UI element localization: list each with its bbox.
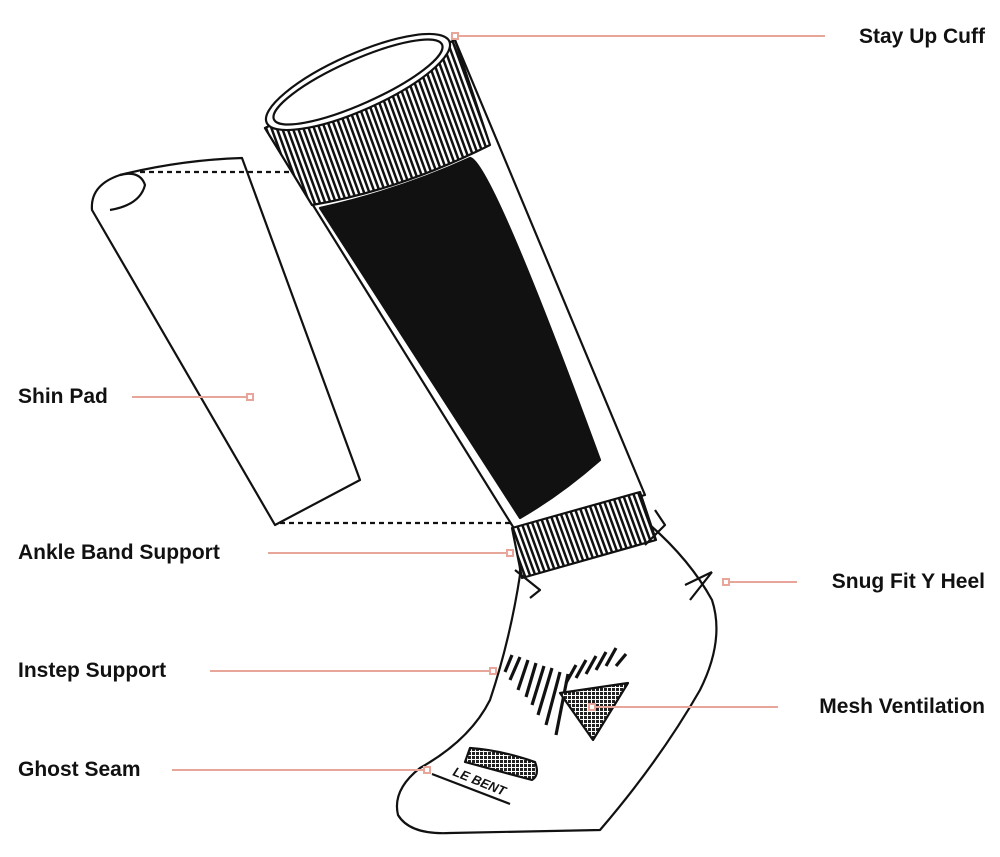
y-heel-seam bbox=[684, 571, 713, 601]
stay-up-cuff-ribbing bbox=[263, 38, 492, 207]
arrow-icon bbox=[514, 569, 542, 599]
shin-pad-illustration bbox=[90, 156, 362, 527]
instep-stripes bbox=[503, 647, 628, 736]
arrow-icon bbox=[644, 509, 667, 546]
cuff-opening bbox=[264, 32, 452, 132]
label-ghost-seam: Ghost Seam bbox=[18, 758, 141, 781]
label-shin-pad: Shin Pad bbox=[18, 385, 108, 408]
black-calf-panel bbox=[318, 156, 602, 520]
ankle-band bbox=[510, 490, 658, 580]
label-mesh-ventilation: Mesh Ventilation bbox=[819, 695, 985, 718]
mesh-ventilation-panel bbox=[558, 681, 630, 742]
label-instep-support: Instep Support bbox=[18, 659, 167, 682]
label-stay-up-cuff: Stay Up Cuff bbox=[859, 25, 985, 48]
label-ankle-band-support: Ankle Band Support bbox=[18, 541, 220, 564]
ghost-seam-mesh bbox=[463, 746, 539, 782]
label-snug-fit-y-heel: Snug Fit Y Heel bbox=[831, 570, 985, 593]
leader-lines bbox=[132, 32, 825, 774]
